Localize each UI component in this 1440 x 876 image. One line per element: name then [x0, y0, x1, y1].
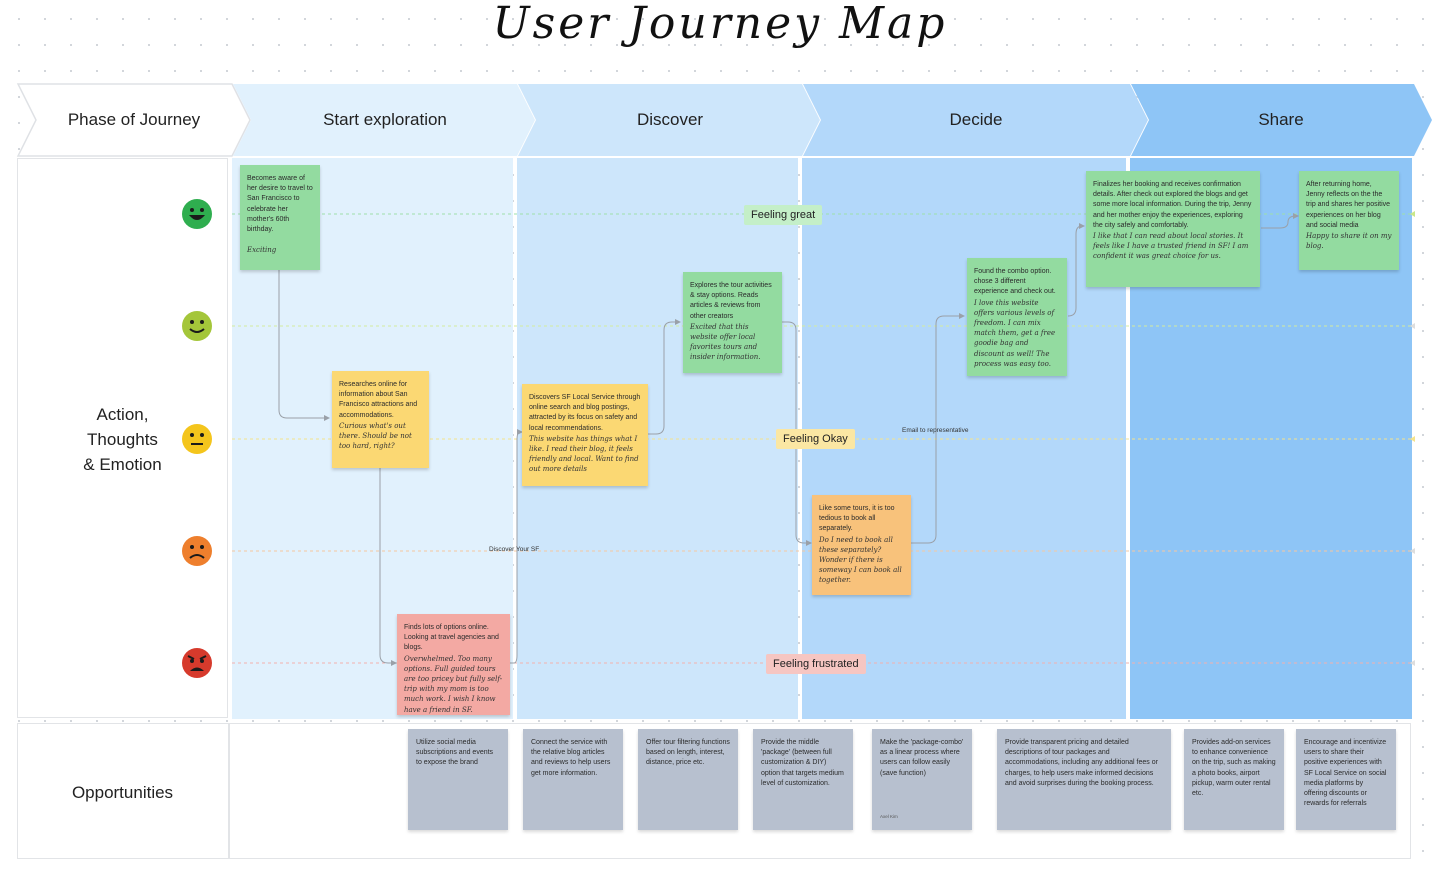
- opportunities-divider: [228, 723, 230, 859]
- sticky-text: Like some tours, it is too tedious to bo…: [819, 505, 895, 533]
- sticky-note-tedious-booking: Like some tours, it is too tedious to bo…: [812, 495, 911, 595]
- opportunity-card: Make the 'package-combo' as a linear pro…: [872, 729, 972, 830]
- sticky-note-share-blog: After returning home, Jenny reflects on …: [1299, 171, 1399, 270]
- happy-face-icon: [181, 310, 213, 342]
- sticky-thought: Curious what's out there. Should be not …: [339, 421, 412, 451]
- sticky-note-research: Researches online for information about …: [332, 371, 429, 468]
- sticky-text: After returning home, Jenny reflects on …: [1306, 181, 1391, 229]
- sticky-text: Becomes aware of her desire to travel to…: [247, 175, 313, 234]
- opportunity-card-text: Make the 'package-combo' as a linear pro…: [880, 739, 964, 777]
- map-title: User Journey Map: [492, 0, 948, 49]
- sticky-thought: This website has things what I like. I r…: [529, 434, 639, 474]
- opportunity-card: Connect the service with the relative bl…: [523, 729, 623, 830]
- row-label-opportunities: Opportunities: [71, 783, 174, 802]
- neutral-face-icon: [181, 423, 213, 455]
- sticky-thought: I love this website offers various level…: [974, 298, 1056, 368]
- sticky-thought: I like that I can read about local stori…: [1093, 232, 1249, 261]
- connector-label-discover-sf: Discover Your SF: [489, 546, 540, 553]
- row-label-line-2: Thoughts: [87, 430, 158, 449]
- sticky-thought: Overwhelmed. Too many options. Full guid…: [404, 654, 503, 714]
- phase-start-exploration: Start exploration: [323, 110, 447, 129]
- sad-face-icon: [181, 535, 213, 567]
- opportunity-card: Utilize social media subscriptions and e…: [408, 729, 508, 830]
- sticky-note-overwhelmed: Finds lots of options online. Looking at…: [397, 614, 510, 715]
- opportunity-card: Provides add-on services to enhance conv…: [1184, 729, 1284, 830]
- sticky-thought: Do I need to book all these separately? …: [819, 535, 902, 585]
- opportunity-card: Encourage and incentivize users to share…: [1296, 729, 1396, 830]
- phase-header-row: Phase of Journey Start exploration Disco…: [0, 83, 1440, 157]
- connector-label-email: Email to representative: [902, 427, 969, 434]
- sticky-text: Explores the tour activities & stay opti…: [690, 282, 772, 320]
- sticky-note-combo-option: Found the combo option. chose 3 differen…: [967, 258, 1067, 376]
- phase-arrows: [16, 83, 1432, 157]
- opportunity-author-note: Axel Kim: [880, 813, 898, 819]
- row-label-action: Action, Thoughts & Emotion: [17, 402, 228, 477]
- sticky-note-finalize-booking: Finalizes her booking and receives confi…: [1086, 171, 1260, 287]
- row-label-line-3: & Emotion: [83, 455, 162, 474]
- angry-face-icon: [181, 647, 213, 679]
- sticky-note-explore-tours: Explores the tour activities & stay opti…: [683, 272, 782, 373]
- sticky-note-discover-service: Discovers SF Local Service through onlin…: [522, 384, 648, 486]
- feeling-frustrated-tag: Feeling frustrated: [766, 654, 866, 674]
- sticky-text: Discovers SF Local Service through onlin…: [529, 394, 641, 432]
- sticky-text: Researches online for information about …: [339, 381, 418, 419]
- phase-decide: Decide: [949, 110, 1003, 129]
- sticky-thought: Happy to share it on my blog.: [1306, 232, 1392, 251]
- opportunity-card: Provide transparent pricing and detailed…: [997, 729, 1171, 830]
- sticky-note-aware: Becomes aware of her desire to travel to…: [240, 165, 320, 270]
- phase-share: Share: [1258, 110, 1304, 129]
- sticky-text: Found the combo option. chose 3 differen…: [974, 268, 1056, 296]
- very-happy-face-icon: [181, 198, 213, 230]
- sticky-text: Finds lots of options online. Looking at…: [404, 624, 499, 652]
- row-label-line-1: Action,: [96, 405, 149, 424]
- sticky-text: Finalizes her booking and receives confi…: [1093, 181, 1252, 229]
- opportunity-card: Provide the middle 'package' (between fu…: [753, 729, 853, 830]
- phase-of-journey-label: Phase of Journey: [67, 110, 201, 129]
- phase-discover: Discover: [636, 110, 704, 129]
- feeling-okay-tag: Feeling Okay: [776, 429, 855, 449]
- sticky-thought: Excited that this website offer local fa…: [690, 322, 761, 362]
- feeling-great-tag: Feeling great: [744, 205, 823, 225]
- sticky-thought: Exciting: [247, 246, 277, 255]
- opportunity-card: Offer tour filtering functions based on …: [638, 729, 738, 830]
